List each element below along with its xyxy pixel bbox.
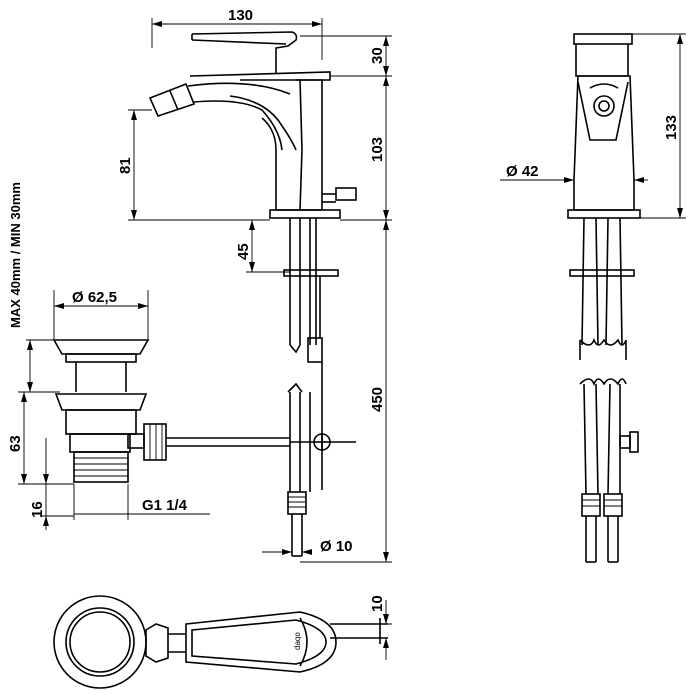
waste-flange (52, 339, 150, 355)
dim-45: 45 (235, 243, 252, 260)
lever (191, 31, 298, 74)
dim-16: 16 (29, 501, 46, 518)
dim-plan-10: 10 (369, 595, 386, 612)
brand-logo: daqo (293, 632, 302, 650)
dim-130: 130 (228, 7, 253, 24)
dim-30: 30 (369, 47, 386, 64)
dim-63: 63 (7, 435, 24, 452)
dim-103: 103 (369, 137, 386, 162)
dim-waste-dia: Ø 62,5 (72, 289, 117, 306)
front-view: 130 30 103 450 81 (117, 7, 392, 563)
waste-assembly: MAX 40mm / MIN 30mm Ø 62,5 (7, 182, 290, 530)
spout-nozzle (148, 82, 196, 117)
dim-pipe-dia: Ø 10 (320, 538, 353, 555)
dim-81: 81 (117, 157, 134, 174)
dim-thickness: MAX 40mm / MIN 30mm (8, 182, 23, 328)
dim-450: 450 (369, 387, 386, 412)
waste-plan (53, 595, 147, 689)
plan-view: daqo 10 (53, 595, 392, 689)
faucet-body (261, 79, 303, 211)
dim-133: 133 (663, 115, 680, 140)
side-view: 133 Ø 42 (500, 33, 686, 563)
dim-body-dia: Ø 42 (506, 163, 539, 180)
faucet-plan (185, 611, 337, 673)
thread-label: G1 1/4 (142, 497, 188, 514)
